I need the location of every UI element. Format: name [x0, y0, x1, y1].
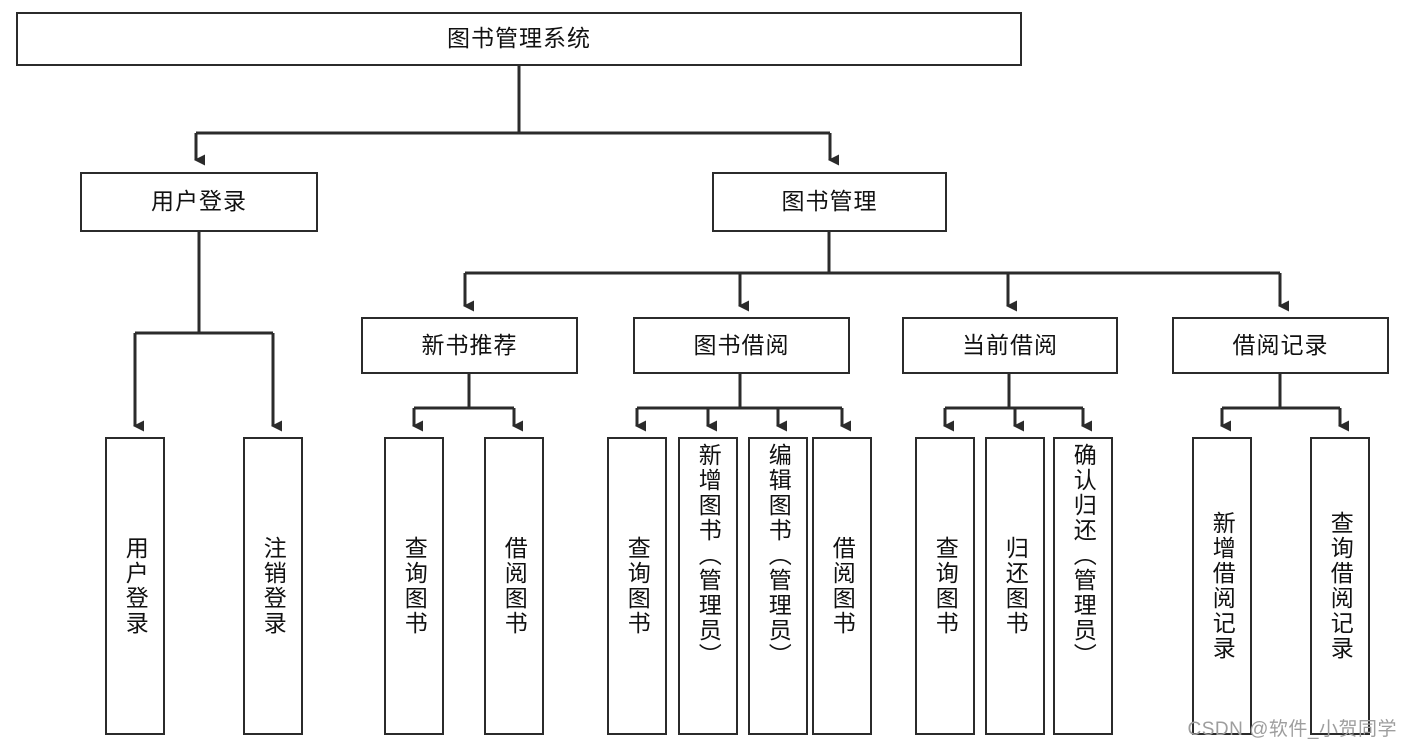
- node-borrow-record[interactable]: 借阅记录: [1172, 317, 1389, 374]
- node-current-borrow[interactable]: 当前借阅: [902, 317, 1118, 374]
- node-leaf-borrow-book-recommend[interactable]: 借阅图书: [484, 437, 544, 735]
- node-label: 图书借阅: [693, 331, 790, 358]
- node-leaf-logout-login[interactable]: 注销登录: [243, 437, 303, 735]
- csdn-watermark: CSDN @软件_小贺同学: [1187, 719, 1397, 740]
- node-label: 当前借阅: [962, 331, 1058, 358]
- node-label: 查询图书: [932, 536, 959, 636]
- node-leaf-borrow-book[interactable]: 借阅图书: [812, 437, 872, 735]
- node-label: 用户登录: [151, 188, 247, 215]
- node-leaf-query-book-recommend[interactable]: 查询图书: [384, 437, 444, 735]
- node-new-book-recommend[interactable]: 新书推荐: [361, 317, 578, 374]
- node-leaf-user-login[interactable]: 用户登录: [105, 437, 165, 735]
- node-leaf-edit-book-admin[interactable]: 编辑图书（管理员）: [748, 437, 808, 735]
- node-leaf-query-borrow-record[interactable]: 查询借阅记录: [1310, 437, 1370, 735]
- node-user-login[interactable]: 用户登录: [80, 172, 318, 232]
- node-book-borrow[interactable]: 图书借阅: [633, 317, 850, 374]
- node-leaf-add-book-admin[interactable]: 新增图书（管理员）: [678, 437, 738, 735]
- node-leaf-query-book-current[interactable]: 查询图书: [915, 437, 975, 735]
- node-label: 图书管理: [781, 188, 878, 215]
- node-label: 注销登录: [260, 536, 287, 636]
- node-label: 查询图书: [401, 536, 428, 636]
- node-label: 新增图书（管理员）: [695, 443, 722, 668]
- node-label: 归还图书: [1002, 536, 1029, 636]
- node-leaf-query-book-borrow[interactable]: 查询图书: [607, 437, 667, 735]
- node-label: 图书管理系统: [447, 25, 591, 52]
- node-label: 用户登录: [122, 536, 149, 636]
- node-leaf-return-book[interactable]: 归还图书: [985, 437, 1045, 735]
- node-label: 新书推荐: [421, 331, 518, 358]
- node-root-book-management-system[interactable]: 图书管理系统: [16, 12, 1022, 66]
- node-label: 借阅记录: [1232, 331, 1329, 358]
- node-label: 借阅图书: [501, 536, 528, 636]
- node-leaf-add-borrow-record[interactable]: 新增借阅记录: [1192, 437, 1252, 735]
- node-label: 确认归还（管理员）: [1070, 443, 1097, 668]
- node-leaf-confirm-return-admin[interactable]: 确认归还（管理员）: [1053, 437, 1113, 735]
- node-label: 查询借阅记录: [1327, 511, 1354, 661]
- node-label: 借阅图书: [829, 536, 856, 636]
- node-label: 新增借阅记录: [1209, 511, 1236, 661]
- node-book-management[interactable]: 图书管理: [712, 172, 947, 232]
- node-label: 编辑图书（管理员）: [765, 443, 792, 668]
- node-label: 查询图书: [624, 536, 651, 636]
